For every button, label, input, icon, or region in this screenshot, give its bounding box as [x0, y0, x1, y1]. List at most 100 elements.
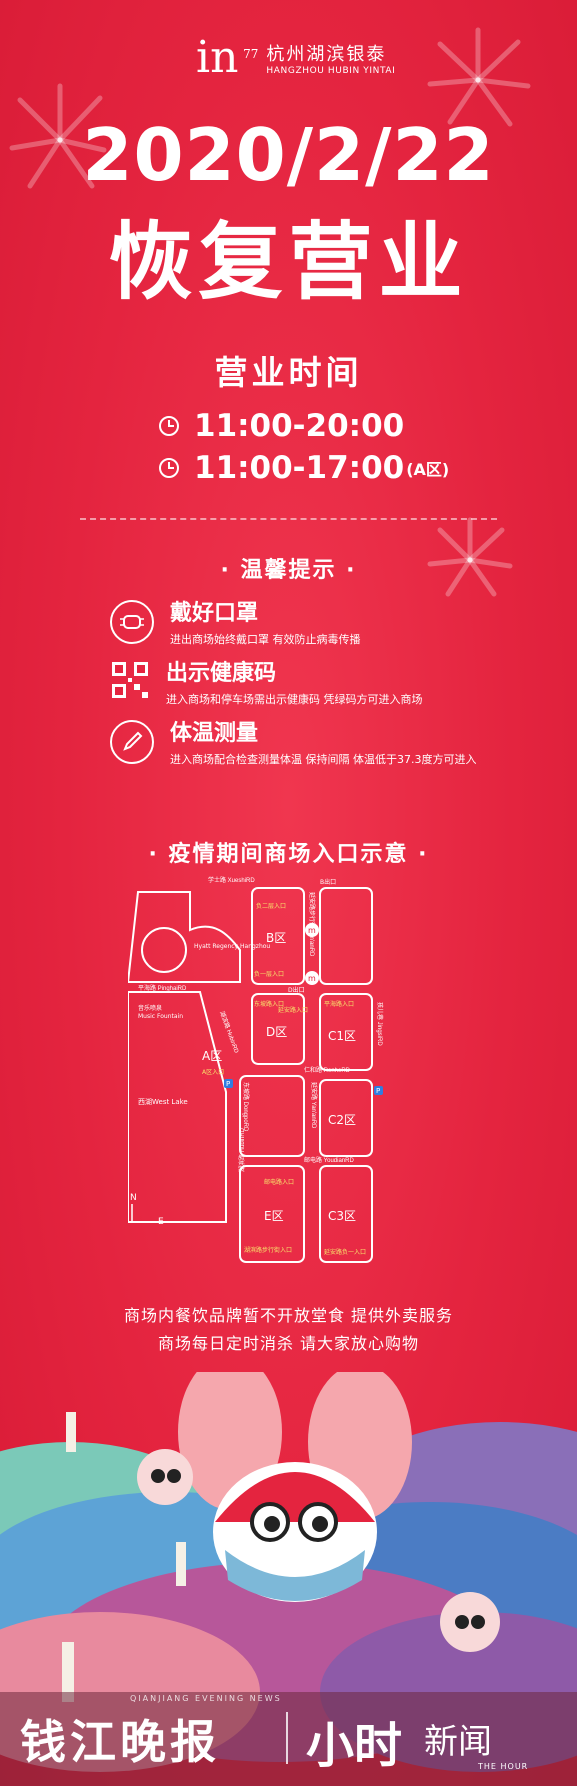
clock-icon [159, 416, 179, 436]
tower-icon [66, 1412, 76, 1452]
map-outlines [128, 887, 373, 1263]
tips-title: · 温馨提示 · [220, 558, 357, 583]
label-music-en: Music Fountain [138, 1013, 183, 1020]
tip-mask: 戴好口罩 进出商场始终戴口罩 有效防止病毒传播 [110, 600, 361, 647]
small-mouse-left [137, 1449, 193, 1505]
footer-sub: QIANJIANG EVENING NEWS [130, 1694, 282, 1703]
map-zone-mid-outline [239, 1075, 305, 1157]
road-youdian: 邮电路 YoudianRD [304, 1156, 354, 1164]
label-westlake: 西湖West Lake [138, 1097, 188, 1106]
entrance-dongpo: 东坡路入口 [254, 1000, 284, 1008]
zone-e: E区 [264, 1209, 284, 1223]
clock-icon [159, 458, 179, 478]
map-roads: 学士路 XueshiRD 平海路 PinghaiRD 仁和路 RenheRD 邮… [138, 876, 384, 1172]
road-yanan: 延安路 Yan'anRD [310, 1082, 318, 1129]
map-fountain-circle [141, 927, 187, 973]
label-b-exit: B出口 [320, 878, 336, 886]
footer-band [0, 1692, 577, 1786]
label-d-exit: D出口 [288, 986, 305, 994]
tower-icon [176, 1542, 186, 1586]
zone-c2: C2区 [328, 1113, 356, 1127]
metro-icon [305, 971, 319, 985]
map-zone-c2-outline [319, 1079, 373, 1157]
map-zone-e-outline [239, 1165, 305, 1263]
road-hubin: 湖滨路 HubinRD [218, 1010, 241, 1055]
parking-icon [224, 1079, 233, 1088]
entrance-a: A区入口 [202, 1069, 224, 1076]
map-title: · 疫情期间商场入口示意 · [148, 842, 429, 867]
entrance-b2: 负二层入口 [256, 902, 286, 910]
map-zone-c1-outline [319, 993, 373, 1071]
entrance-hubin-e: 湖滨路步行街入口 [244, 1246, 292, 1254]
brand-mark-text: in [196, 32, 239, 83]
footer-separator [286, 1712, 288, 1764]
road-pinghai: 平海路 PinghaiRD [138, 984, 187, 992]
brand-mark-sup: 77 [243, 47, 259, 61]
thermometer-icon [110, 720, 154, 764]
parking-label: P [376, 1087, 380, 1095]
hours-suffix-2: (A区) [406, 460, 450, 479]
map-zone-b-outline [251, 887, 305, 985]
tip-health-code: 出示健康码 进入商场和停车场需出示健康码 凭绿码方可进入商场 [110, 660, 423, 707]
map-zone-b2-outline [319, 887, 373, 985]
map-zone-a-outline [128, 991, 227, 1223]
map-zone-d-outline [251, 993, 305, 1065]
map-labels: Hyatt Regency Hangzhou 音乐喷泉 Music Founta… [130, 878, 336, 1227]
divider [80, 518, 497, 520]
footer-brand-xiaoshi: 小时 [306, 1718, 403, 1774]
tip-mask-desc: 进出商场始终戴口罩 有效防止病毒传播 [170, 633, 361, 646]
tip-mask-head: 戴好口罩 [170, 601, 259, 626]
road-renhe: 仁和路 RenheRD [304, 1066, 351, 1074]
brand-name-en: HANGZHOU HUBIN YINTAI [266, 66, 396, 76]
tip-mask-text: 戴好口罩 进出商场始终戴口罩 有效防止病毒传播 [170, 600, 361, 647]
road-jingsi: 孩儿巷 JingsiRD [376, 1002, 384, 1046]
mouse-mask [225, 1550, 365, 1601]
map-zones: A区 B区 D区 C1区 C2区 E区 C3区 [202, 931, 356, 1223]
footer-tag: THE HOUR [478, 1762, 529, 1771]
parking-icon [374, 1086, 383, 1095]
map-entrances: 负二层入口 负一层入口 东坡路入口 延安路入口 平海路入口 A区入口 邮电路入口… [202, 902, 366, 1256]
hours-time-2: 11:00-17:00 [194, 450, 405, 486]
headline: 恢复营业 [108, 213, 469, 311]
small-mouse-eye [471, 1615, 485, 1629]
fireworks-decoration [9, 27, 531, 597]
label-music-cn: 音乐喷泉 [138, 1004, 162, 1012]
notice-dining: 商场内餐饮品牌暂不开放堂食 提供外卖服务 [123, 1306, 454, 1325]
hours-row-1: 11:00-20:00 [158, 408, 406, 444]
hours-row-2: 11:00-17:00 (A区) [158, 450, 449, 486]
entrance-youdian: 邮电路入口 [264, 1178, 294, 1186]
small-mouse-eye [151, 1469, 165, 1483]
mouse-pupil-right [312, 1516, 328, 1532]
zone-b: B区 [266, 931, 286, 945]
tip-temperature-text: 体温测量 进入商场配合检查测量体温 保持间隔 体温低于37.3度方可进入 [170, 720, 476, 767]
small-mouse-eye [167, 1469, 181, 1483]
map-zone-hyatt-outline [128, 891, 241, 983]
tip-temperature: 体温测量 进入商场配合检查测量体温 保持间隔 体温低于37.3度方可进入 [110, 720, 476, 767]
road-xueshi: 学士路 XueshiRD [208, 876, 255, 884]
road-hubin-right: 湖滨路 HubinRD [238, 1127, 246, 1172]
compass-e: E [158, 1217, 164, 1227]
entrance-map: 学士路 XueshiRD 平海路 PinghaiRD 仁和路 RenheRD 邮… [128, 876, 384, 1263]
metro-icon [305, 923, 319, 937]
metro-label: m [308, 974, 316, 983]
small-mouse-eye [455, 1615, 469, 1629]
map-parking: P P [224, 1079, 383, 1095]
small-mouse-right [440, 1592, 500, 1652]
hours-title: 营业时间 [214, 353, 363, 392]
entrance-yanan-c3: 延安路负一入口 [324, 1248, 366, 1256]
map-metro: m m [305, 923, 319, 985]
brand-logo: in 77 杭州湖滨银泰 HANGZHOU HUBIN YINTAI [196, 32, 395, 84]
tip-health-code-desc: 进入商场和停车场需出示健康码 凭绿码方可进入商场 [166, 693, 423, 706]
entrance-b1: 负一层入口 [254, 970, 284, 978]
zone-d: D区 [266, 1025, 287, 1039]
mask-icon [110, 600, 154, 644]
entrance-pinghai: 平海路入口 [324, 1000, 354, 1008]
map-zone-c3-outline [319, 1165, 373, 1263]
tip-temperature-head: 体温测量 [170, 721, 259, 746]
label-hyatt: Hyatt Regency Hangzhou [194, 943, 270, 950]
road-dongpo: 东坡路 DongpoRD [242, 1082, 250, 1132]
zone-c3: C3区 [328, 1209, 356, 1223]
footer-brand-news: 新闻 [424, 1722, 492, 1762]
hours-time-1: 11:00-20:00 [194, 408, 405, 444]
